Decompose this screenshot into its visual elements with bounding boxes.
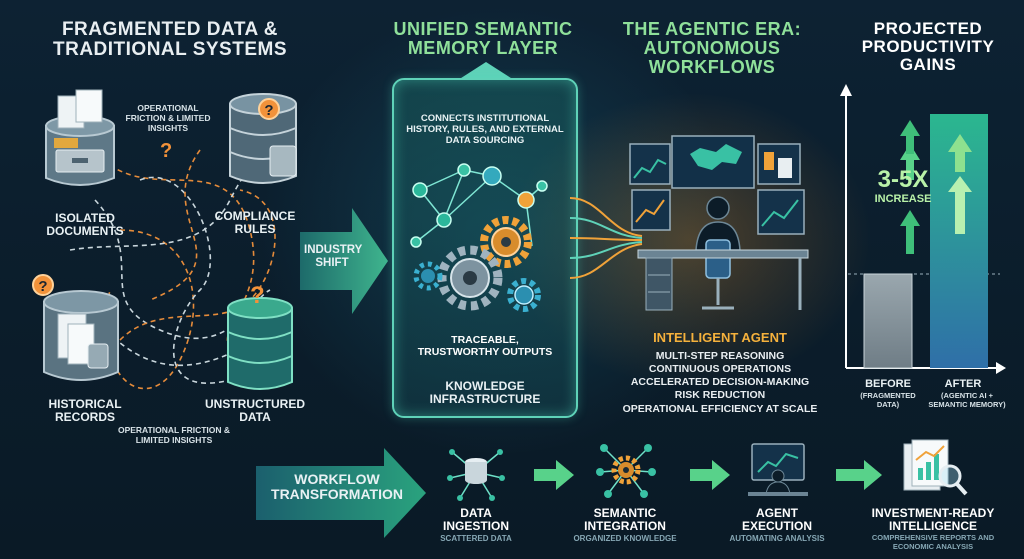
intelligent-agent-workstation [629,135,809,311]
question-mark-icon: ? [258,98,280,120]
database-network-icon [447,449,505,501]
traceable-outputs-label: TRACEABLE, TRUSTWORTHY OUTPUTS [417,334,553,359]
step-arrow-icon [690,460,730,490]
compliance-rules-label: COMPLIANCE RULES [214,209,296,237]
question-mark-icon: ? [160,140,173,162]
unstructured-data-icon [227,297,293,390]
connects-description: CONNECTS INSTITUTIONAL HISTORY, RULES, A… [406,113,564,146]
intelligent-agent-title: INTELLIGENT AGENT [653,330,787,345]
after-sublabel: (AGENTIC AI + SEMANTIC MEMORY) [928,391,1006,409]
step-agent-execution-title: AGENT EXECUTION [741,506,812,533]
agent-computer-icon [748,443,808,496]
semantic-network-graph [410,163,548,312]
workflow-arrow [256,448,426,538]
historical-records-label: HISTORICAL RECORDS [48,397,122,425]
friction-label-bottom: OPERATIONAL FRICTION & LIMITED INSIGHTS [117,425,231,445]
historical-records-icon [43,290,119,381]
step-arrow-icon [534,460,574,490]
gear-network-icon [596,444,656,498]
step-agent-execution-sub: AUTOMATING ANALYSIS [729,534,825,543]
step-data-ingestion-title: DATA INGESTION [442,506,509,533]
agent-feature-item: RISK REDUCTION [674,389,766,402]
before-sublabel: (FRAGMENTED DATA) [860,391,916,409]
productivity-gains-chart [840,84,1006,374]
step-semantic-integration-title: SEMANTIC INTEGRATION [584,506,666,533]
agent-feature-item: OPERATIONAL EFFICIENCY AT SCALE [622,402,818,415]
unstructured-data-label: UNSTRUCTURED DATA [205,397,305,425]
left-section-title: FRAGMENTED DATA & TRADITIONAL SYSTEMS [53,19,287,60]
knowledge-infrastructure-label: KNOWLEDGE INFRASTRUCTURE [429,379,541,407]
report-magnifier-icon [903,439,968,496]
question-mark-icon: ? [32,274,54,296]
gain-multiplier: 3-5X [877,166,929,193]
industry-shift-arrow [300,208,388,314]
compliance-rules-icon [229,93,297,184]
middle-section-title: UNIFIED SEMANTIC MEMORY LAYER [393,19,573,58]
agent-feature-item: MULTI-STEP REASONING [655,350,785,362]
friction-label-top: OPERATIONAL FRICTION & LIMITED INSIGHTS [125,103,211,133]
step-arrow-icon [836,460,882,490]
agentic-section-title: THE AGENTIC ERA: AUTONOMOUS WORKFLOWS [622,19,802,77]
industry-shift-label: INDUSTRY SHIFT [304,244,363,269]
bar-before [863,273,913,369]
panel-notch [458,62,514,80]
after-label: AFTER [944,378,982,390]
agent-feature-item: CONTINUOUS OPERATIONS [648,363,792,376]
step-semantic-integration-sub: ORGANIZED KNOWLEDGE [573,534,677,543]
question-mark-icon: ? [250,282,265,309]
workflow-transformation-label: WORKFLOW TRANSFORMATION [271,471,403,503]
step-investment-intelligence-sub: COMPREHENSIVE REPORTS AND ECONOMIC ANALY… [871,533,995,551]
isolated-documents-label: ISOLATED DOCUMENTS [46,211,124,239]
agent-feature-item: ACCELERATED DECISION-MAKING [630,376,810,389]
step-data-ingestion-sub: SCATTERED DATA [440,534,512,543]
gains-section-title: PROJECTED PRODUCTIVITY GAINS [861,19,995,74]
before-label: BEFORE [865,378,911,390]
step-investment-intelligence-title: INVESTMENT-READY INTELLIGENCE [871,506,995,533]
agent-feature-list: MULTI-STEP REASONING CONTINUOUS OPERATIO… [620,350,820,416]
gain-increase-label: INCREASE [874,193,932,205]
isolated-documents-icon [45,89,115,186]
flow-lines-to-agent [570,197,643,279]
